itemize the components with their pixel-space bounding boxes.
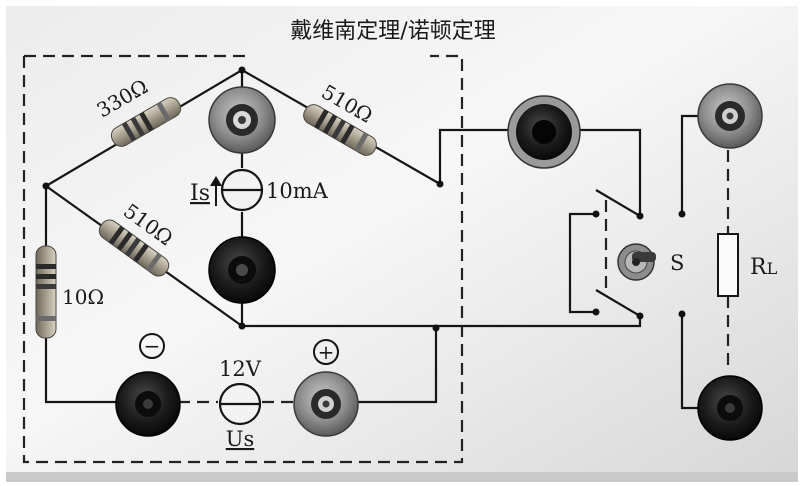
resistor-10: [35, 245, 57, 339]
voltage-source-name: Us: [226, 427, 254, 451]
resistor-330: [110, 97, 182, 147]
jack-us-positive-red[interactable]: [293, 371, 359, 437]
jack-us-negative-black[interactable]: [115, 371, 181, 437]
resistor-510-left: [98, 219, 170, 277]
current-source-value: 10mA: [266, 179, 329, 203]
switch-label: S: [670, 251, 684, 275]
arrow-up-icon: [210, 176, 222, 206]
minus-icon: [139, 333, 165, 359]
load-resistor-label: RL: [750, 255, 778, 280]
current-source-name: Is: [190, 181, 210, 206]
svg-text:+: +: [318, 340, 335, 364]
jack-top-red[interactable]: [208, 86, 276, 154]
toggle-switch[interactable]: [617, 243, 656, 281]
wire-to-top-jack: [438, 128, 512, 184]
wire-left-lower: [44, 338, 118, 404]
node-dots: [42, 66, 686, 332]
switch-blade-lower: [595, 289, 641, 317]
load-resistor: [717, 233, 739, 297]
switch-short-loop: [568, 212, 596, 314]
plus-icon: [313, 339, 339, 365]
jack-output-top-black[interactable]: [507, 95, 581, 169]
svg-text:−: −: [144, 334, 161, 358]
wire-top-jack-right: [580, 128, 642, 216]
wire-load-top: [680, 114, 700, 214]
switch-blade-upper: [595, 189, 641, 217]
resistor-10-label: 10Ω: [62, 285, 104, 309]
voltage-source-value: 12V: [219, 357, 262, 381]
board-title: 戴维南定理/诺顿定理: [290, 19, 495, 44]
dashed-border: [22, 54, 464, 464]
jack-rl-top-red[interactable]: [697, 83, 763, 149]
wire-load-bottom: [680, 314, 700, 410]
resistor-510-top: [303, 104, 377, 156]
jack-middle-black[interactable]: [208, 236, 276, 304]
jack-rl-bottom-black[interactable]: [697, 375, 763, 441]
